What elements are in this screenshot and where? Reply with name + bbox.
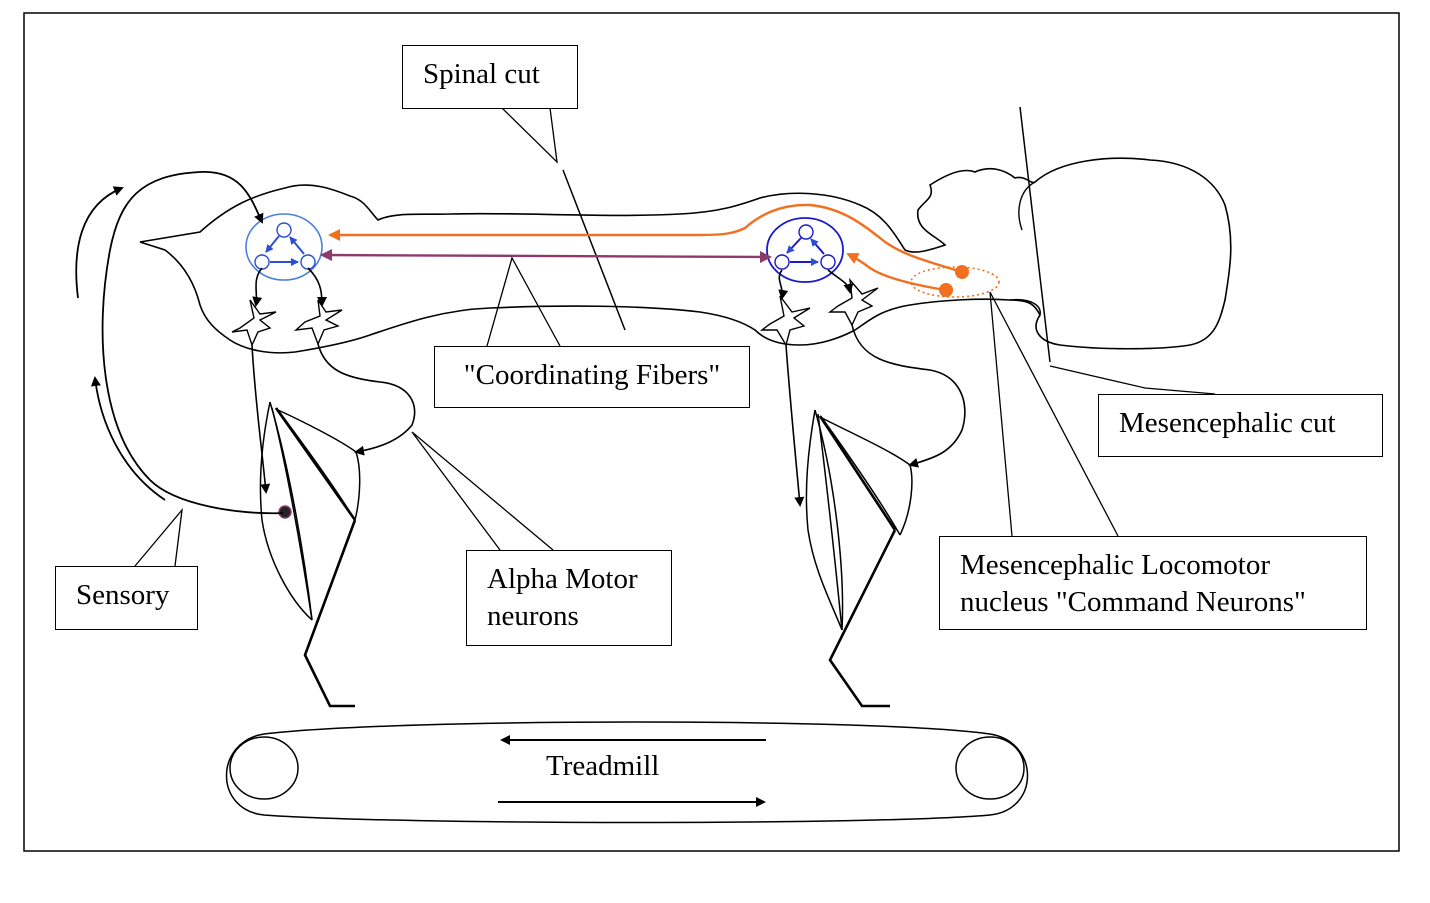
coordinating-fibers-label: "Coordinating Fibers" [434, 346, 750, 408]
figure-frame [23, 12, 1400, 852]
front-leg-muscles [805, 409, 913, 631]
front-motor-neuron-1 [759, 295, 811, 347]
sensory-arrow-lower [90, 376, 166, 501]
mln-nucleus-outline [910, 266, 1000, 298]
front-cpg [766, 217, 844, 283]
spinal-cut-label: Spinal cut [402, 45, 578, 109]
alpha-motor-line-1: Alpha Motor [487, 563, 638, 595]
rear-axon-2 [317, 343, 416, 456]
spinal-cut-callout [501, 107, 558, 164]
mln-callout [989, 291, 1119, 537]
mln-line-2: nucleus "Command Neurons" [960, 586, 1306, 618]
treadmill-label: Treadmill [546, 750, 660, 782]
front-leg-bone [828, 529, 897, 708]
front-axon-2 [851, 324, 966, 468]
front-cpg-to-mn-1 [778, 269, 789, 300]
mln-label: Mesencephalic Locomotor nucleus "Command… [939, 536, 1367, 630]
front-motor-neuron-2 [827, 277, 879, 327]
mln-line-1: Mesencephalic Locomotor [960, 549, 1271, 581]
alpha-motor-line-2: neurons [487, 600, 579, 632]
rear-cpg-to-mn-2 [307, 267, 327, 307]
rear-cpg-to-mn-1 [252, 267, 263, 307]
treadmill-roller-left [229, 736, 299, 800]
treadmill [225, 721, 1029, 824]
sensory-callout [134, 507, 183, 567]
coordinating-fibers-callout [486, 256, 561, 347]
treadmill-roller-right [955, 736, 1025, 800]
mesencephalic-cut-callout [1049, 365, 1216, 395]
sensory-afferent [101, 171, 284, 515]
head-detail [1009, 181, 1041, 316]
command-pathway-long [328, 203, 963, 274]
command-pathway-short [846, 252, 946, 292]
mesencephalic-cut-label: Mesencephalic cut [1098, 394, 1383, 457]
sensory-arrow-upper [75, 186, 124, 299]
sensory-label: Sensory [55, 566, 198, 630]
sensory-receptor [278, 505, 292, 519]
command-neuron [955, 265, 969, 279]
rear-leg-muscles [259, 401, 361, 621]
rear-motor-neuron-1 [231, 299, 277, 347]
rear-leg-bone [303, 519, 357, 708]
rear-motor-neuron-2 [293, 299, 343, 346]
body-outline [139, 157, 1232, 354]
alpha-motor-neurons-label: Alpha Motor neurons [466, 550, 672, 646]
rear-axon-1 [251, 344, 271, 494]
front-axon-1 [785, 344, 805, 507]
front-cpg-to-mn-2 [827, 269, 854, 294]
command-neuron [939, 283, 953, 297]
coordinating-fiber-line [320, 249, 772, 263]
mesencephalic-cut-line [1019, 106, 1051, 363]
alpha-motor-callout [411, 431, 554, 551]
